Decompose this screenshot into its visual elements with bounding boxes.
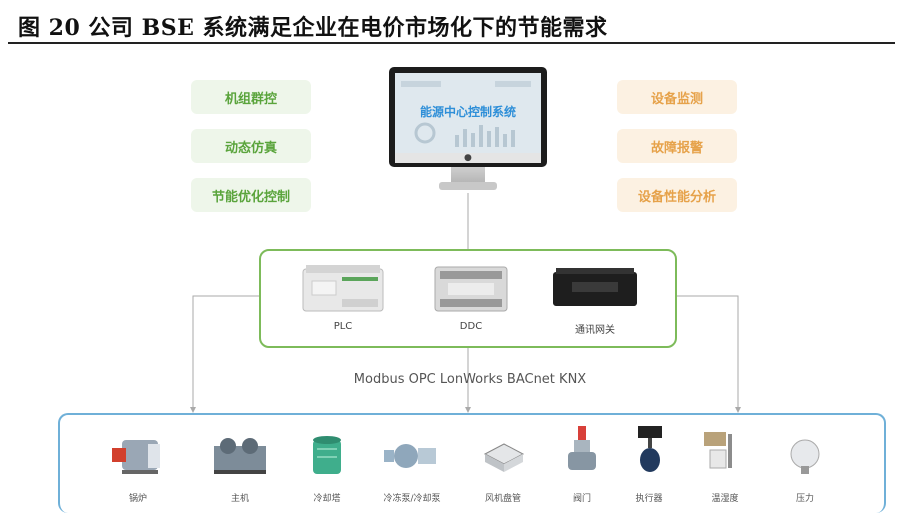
monitor-chin [395,153,541,163]
field-label-chiller: 主机 [230,494,249,504]
monitor-screen: 能源中心控制系统 ● [389,67,547,167]
monitor-display: 能源中心控制系统 [395,73,541,153]
device-label-ddc: DDC [459,321,483,332]
function-pill-fault-alarm: 故障报警 [617,129,737,163]
left-branch-line [190,295,259,413]
screen-title: 能源中心控制系统 [419,105,516,119]
field-label-thermo-hygro: 温湿度 [711,494,739,504]
fan-coil-icon [483,443,525,472]
function-pill-group-control: 机组群控 [191,80,311,114]
field-label-fan-coil: 风机盘管 [484,494,521,504]
field-label-valve: 阀门 [572,494,591,504]
protocols-text: Modbus OPC LonWorks BACnet KNX [353,372,587,387]
field-label-pump: 冷冻泵/冷却泵 [383,494,441,504]
monitor: 能源中心控制系统 ● [389,67,547,193]
field-label-actuator: 执行器 [635,494,663,504]
function-pill-equipment-monitoring: 设备监测 [617,80,737,114]
ddc-controller-icon [434,266,508,312]
field-label-cooling-tower: 冷却塔 [313,494,341,504]
device-label-plc: PLC [333,321,353,332]
thermo-hygro-sensor-icon [704,432,732,469]
dashboard-graphic [401,81,531,147]
field-label-boiler: 锅炉 [128,494,147,504]
function-pill-energy-optimization: 节能优化控制 [191,178,311,212]
field-label-pressure: 压力 [795,494,814,504]
boiler-icon [112,440,160,474]
pump-icon [384,444,436,468]
figure-title: 图 20 公司 BSE 系统满足企业在电价市场化下的节能需求 [18,15,608,41]
actuator-icon [638,426,662,472]
valve-icon [568,426,596,470]
pressure-sensor-icon [790,439,820,474]
monitor-neck [451,167,485,183]
monitor-base [439,182,497,190]
device-label-gateway: 通讯网关 [575,325,615,336]
apple-logo-icon: ● [464,153,472,163]
chiller-icon [214,438,266,474]
function-pill-performance-analysis: 设备性能分析 [617,178,737,212]
right-branch-line [673,295,741,413]
plc-module-icon [302,265,384,312]
cooling-tower-icon [313,436,341,474]
title-bar: 图 20 公司 BSE 系统满足企业在电价市场化下的节能需求 [8,6,895,44]
gateway-icon [553,268,637,306]
function-pill-dynamic-simulation: 动态仿真 [191,129,311,163]
field-devices-box [58,413,886,513]
